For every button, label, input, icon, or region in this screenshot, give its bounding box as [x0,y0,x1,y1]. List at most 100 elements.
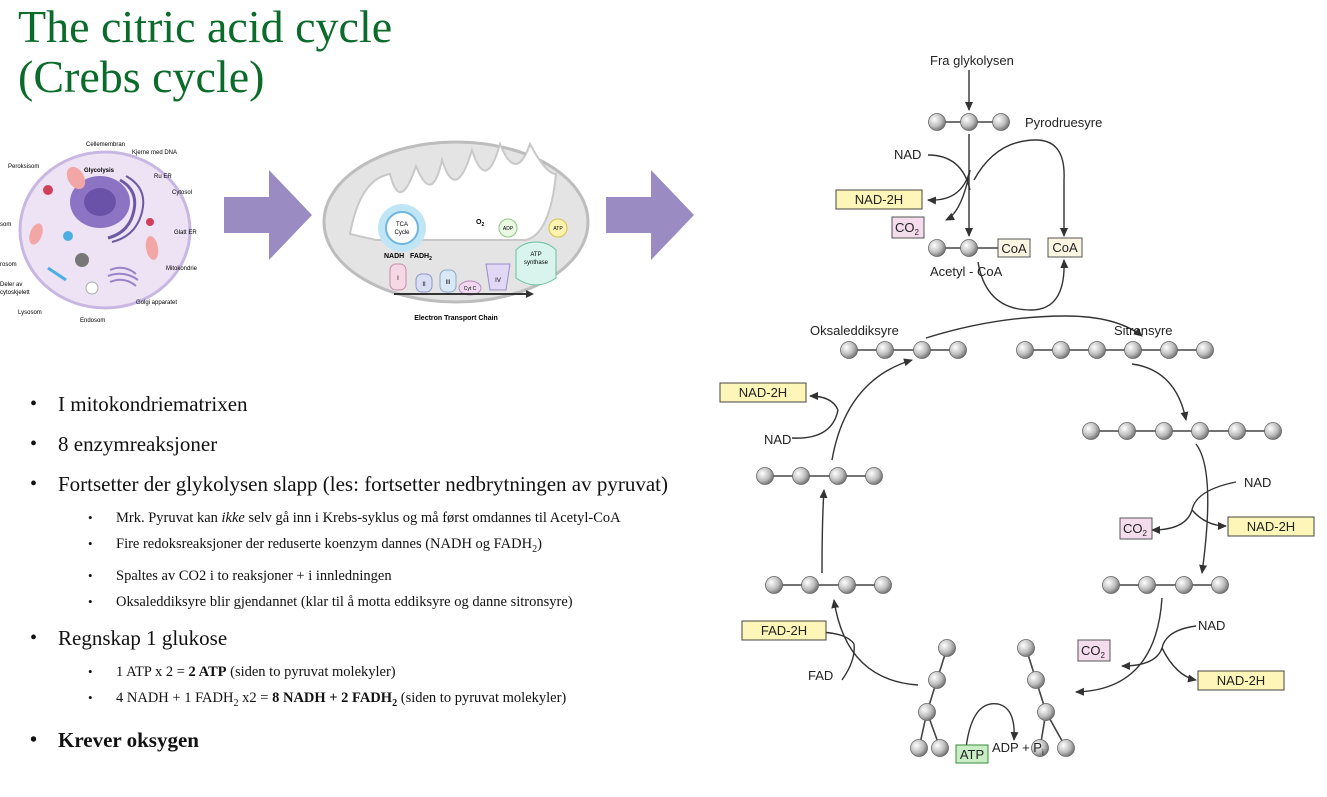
label-peroksisom: Peroksisom [8,164,39,170]
b4s2-d: (siden to pyruvat molekyler) [397,689,567,706]
bullet-4-sub-2: 4 NADH + 1 FADH2 x2 = 8 NADH + 2 FADH2 (… [88,689,680,713]
molecule-balls [756,113,1282,757]
box-co2-top-sub: 2 [915,228,920,237]
bullet-3-sub-4: Oksaleddiksyre blir gjendannet (klar til… [88,593,680,611]
mito-adp: ADP [503,226,514,232]
mito-o2-sub: 2 [481,222,484,228]
bullet-3-sub-1: Mrk. Pyruvat kan ikke selv gå inn i Kreb… [88,509,680,527]
bullet-3: Fortsetter der glykolysen slapp (les: fo… [30,472,680,611]
label-endosom: Endosom [80,318,105,324]
b4s1-a: 1 ATP x 2 = [116,663,189,680]
bullet-4: Regnskap 1 glukose 1 ATP x 2 = 2 ATP (si… [30,626,680,713]
box-coa-free: CoA [1052,240,1078,255]
bullet-4-text: Regnskap 1 glukose [58,625,228,650]
label-cytoskjelett: cytoskjelett [0,290,30,296]
box-co2-top: CO [895,220,915,235]
svg-text:ADP + Pi: ADP + Pi [992,740,1044,757]
box-co2-right-1: CO [1123,521,1143,536]
page-title: The citric acid cycle (Crebs cycle) [18,2,392,102]
label-golgi: Golgi apparatet [136,300,177,306]
svg-text:CO2: CO2 [895,220,920,237]
label-sitronsyre: Sitronsyre [1114,323,1173,338]
bullet-4-sublist: 1 ATP x 2 = 2 ATP (siden to pyruvat mole… [58,663,680,713]
label-nad-top: NAD [894,147,921,162]
label-nad-left: NAD [764,432,791,447]
mito-fadh: FADH [410,253,429,260]
atp-synthase-2: synthase [524,260,549,266]
box-coa-acetyl: CoA [1001,241,1027,256]
sub2-b: ) [537,536,542,552]
bullet-3-sublist: Mrk. Pyruvat kan ikke selv gå inn i Kreb… [58,509,680,611]
b4s2-b: x2 = [238,689,273,706]
mito-nadh: NADH [384,253,404,260]
svg-text:CO2: CO2 [1081,643,1106,660]
complex-1: I [397,276,399,282]
label-pi-sub: i [1042,748,1044,757]
label-glatt-er: Glatt ER [174,230,197,236]
sub2-a: Fire redoksreaksjoner der reduserte koen… [116,536,533,552]
box-fad2h: FAD-2H [761,623,807,638]
mito-atp: ATP [553,226,563,232]
bullet-3-sub-2: Fire redoksreaksjoner der reduserte koen… [88,535,680,559]
label-oksaleddiksyre: Oksaleddiksyre [810,323,899,338]
label-pyrodruesyre: Pyrodruesyre [1025,115,1102,130]
box-nad2h-right-1: NAD-2H [1247,519,1295,534]
box-co2-right-2-sub: 2 [1101,651,1106,660]
cell-illustration: Cellemembran Kjerne med DNA Glycolysis P… [0,142,198,324]
sub1-italic: ikke [221,510,245,526]
box-co2-right-1-sub: 2 [1143,529,1148,538]
title-line-1: The citric acid cycle [18,1,393,52]
svg-text:FADH2: FADH2 [410,253,432,262]
box-co2-right-2: CO [1081,643,1101,658]
b4s2-sub: 2 [233,697,239,709]
label-kjerne: Kjerne med DNA [132,150,177,156]
label-rosom: rosom [0,262,17,268]
complex-4: IV [495,278,501,284]
mitochondrion-illustration: TCA Cycle NADH FADH2 O2 ADP ATP I II III… [322,140,590,322]
atp-synthase-1: ATP [530,252,541,258]
box-atp: ATP [960,747,984,762]
label-fad: FAD [808,668,833,683]
label-som: som [0,222,11,228]
label-lysosom: Lysosom [18,310,42,316]
krebs-cycle-diagram: Fra glykolysen Pyrodruesyre NAD Acetyl -… [719,53,1315,764]
box-nad2h-right-2: NAD-2H [1217,673,1265,688]
tca-label-1: TCA [396,222,408,228]
bullet-3-sub-3: Spaltes av CO2 i to reaksjoner + i innle… [88,567,680,585]
svg-text:CO2: CO2 [1123,521,1148,538]
cyt-c: Cyt C [464,286,477,292]
title-line-2: (Crebs cycle) [18,51,265,102]
tca-label-2: Cycle [394,230,410,236]
label-nad-right-1: NAD [1244,475,1271,490]
label-deler-av: Deler av [0,282,22,288]
bullet-5: Krever oksygen [30,728,680,753]
flow-arrow-1 [224,170,312,260]
svg-text:O2: O2 [476,219,484,228]
bullet-1: I mitokondriematrixen [30,392,680,417]
complex-2: II [422,282,426,288]
b4s1-b: 2 ATP [188,663,227,680]
sub1-a: Mrk. Pyruvat kan [116,510,222,526]
box-nad2h-top: NAD-2H [855,192,903,207]
label-cellemembran: Cellemembran [86,142,125,148]
b4s2-csub: 2 [392,697,398,709]
bullet-3-text: Fortsetter der glykolysen slapp (les: fo… [58,472,669,496]
bullet-4-sub-1: 1 ATP x 2 = 2 ATP (siden to pyruvat mole… [88,663,680,681]
label-adp-pi: ADP + P [992,740,1042,755]
complex-3: III [445,280,450,286]
flow-arrow-2 [606,170,694,260]
b4s2-c: 8 NADH + 2 FADH [272,689,393,706]
mito-o2: O [476,219,482,226]
label-acetyl-coa: Acetyl - CoA [930,264,1003,279]
sub1-b: selv gå inn i Krebs-syklus og må først o… [244,510,621,526]
bullet-list: I mitokondriematrixen 8 enzymreaksjoner … [30,392,680,768]
b4s1-c: (siden to pyruvat molekyler) [226,663,396,680]
label-glycolysis: Glycolysis [84,168,115,174]
b4s2-a: 4 NADH + 1 FADH [116,689,234,706]
label-ru-er: Ru ER [154,174,172,180]
mito-fadh-sub: 2 [429,256,432,262]
label-fra-glykolysen: Fra glykolysen [930,53,1014,68]
mito-caption: Electron Transport Chain [414,315,498,322]
label-mitokondrie: Mitokondrie [166,266,198,272]
box-nad2h-left: NAD-2H [739,385,787,400]
